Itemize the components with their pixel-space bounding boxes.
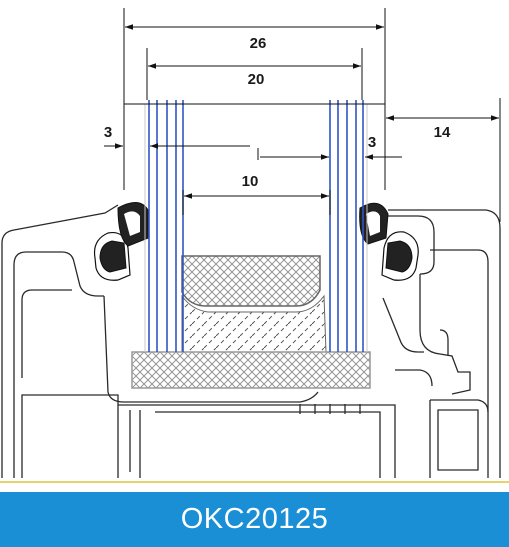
dimension-14-label: 14 <box>434 124 451 141</box>
insulating-spacer <box>131 255 371 389</box>
dimension-3-left-label: 3 <box>104 124 112 141</box>
dimension-lines <box>104 8 501 222</box>
dimension-3-right-label: 3 <box>368 134 376 151</box>
glass-panes <box>148 100 364 352</box>
product-code-banner: OKC20125 <box>0 492 509 547</box>
product-code: OKC20125 <box>180 503 329 535</box>
dimension-26-label: 26 <box>250 35 267 52</box>
window-profile-cross-section: 26 20 3 10 3 14 <box>0 8 509 483</box>
frame-profile <box>1 204 501 478</box>
glass-pane-edges <box>144 104 368 352</box>
dimension-20-label: 20 <box>248 71 265 88</box>
left-gasket <box>93 202 149 281</box>
right-gasket <box>359 202 419 281</box>
dimension-10-label: 10 <box>242 173 259 190</box>
